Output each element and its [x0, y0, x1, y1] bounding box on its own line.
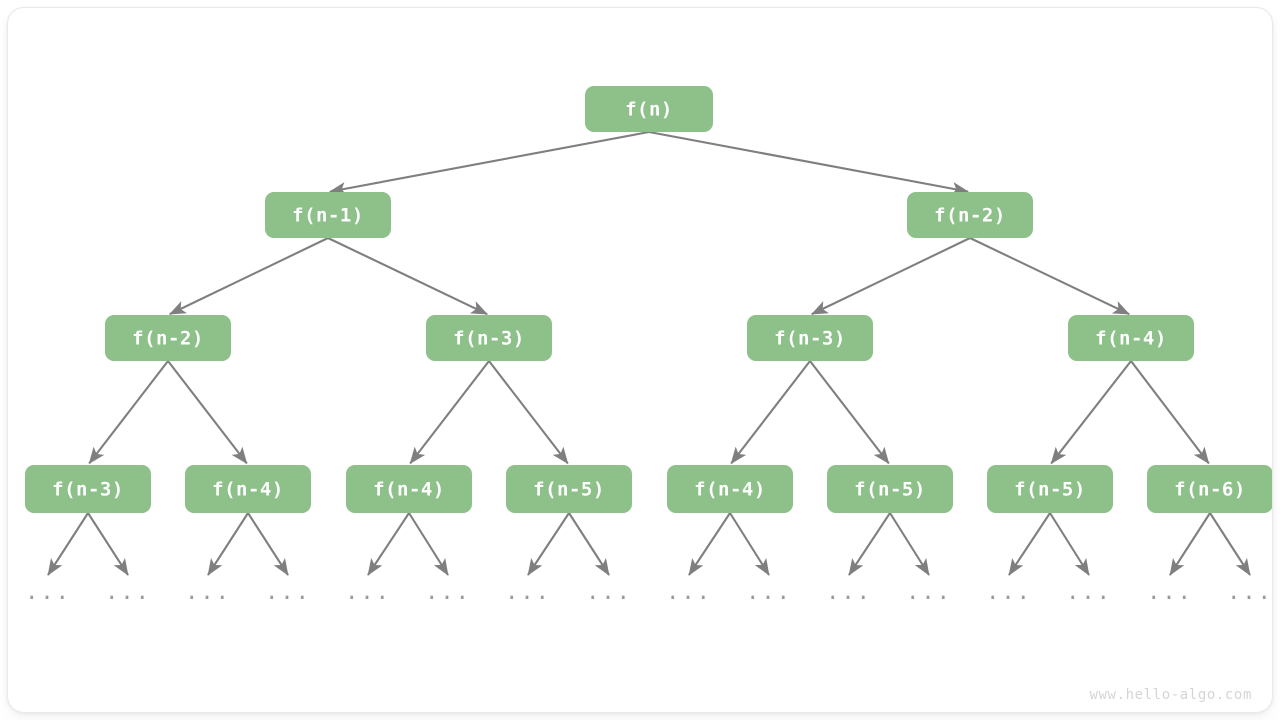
tree-node-label: f(n-4)	[694, 479, 766, 501]
tree-edge	[969, 237, 1130, 316]
tree-leaf-edge	[848, 512, 891, 576]
tree-leaf-edge	[568, 512, 610, 576]
ellipsis-label: ...	[906, 580, 952, 605]
tree-edge	[329, 130, 650, 196]
ellipsis-label: ...	[1227, 580, 1272, 605]
tree-node-box[interactable]	[185, 465, 311, 513]
tree-node[interactable]: f(n-3)	[426, 315, 552, 361]
ellipsis-label: ...	[986, 580, 1032, 605]
tree-node-label: f(n-5)	[854, 479, 926, 501]
tree-node-box[interactable]	[426, 315, 552, 361]
ellipsis-label: ...	[25, 580, 71, 605]
tree-edge	[730, 360, 811, 465]
tree-node[interactable]: f(n-2)	[105, 315, 231, 361]
tree-node-box[interactable]	[105, 315, 231, 361]
tree-node[interactable]: f(n-5)	[987, 465, 1113, 513]
tree-edge	[809, 360, 890, 465]
ellipsis-label: ...	[666, 580, 712, 605]
tree-edge	[488, 360, 569, 465]
tree-node[interactable]: f(n-4)	[1068, 315, 1194, 361]
tree-node-label: f(n-2)	[132, 328, 204, 350]
tree-leaf-edge	[1008, 512, 1051, 576]
tree-node-label: f(n-3)	[52, 479, 124, 501]
tree-leaf-edge	[729, 512, 770, 576]
tree-node[interactable]: f(n-4)	[346, 465, 472, 513]
tree-node[interactable]: f(n-2)	[907, 192, 1033, 238]
tree-edge	[169, 237, 329, 316]
tree-edge	[409, 360, 490, 465]
tree-leaf-edge	[47, 512, 89, 576]
tree-node-label: f(n-3)	[453, 328, 525, 350]
ellipsis-label: ...	[425, 580, 471, 605]
tree-leaf-edge	[408, 512, 449, 576]
tree-node-box[interactable]	[585, 86, 713, 132]
tree-node-box[interactable]	[907, 192, 1033, 238]
ellipsis-label: ...	[1147, 580, 1193, 605]
tree-node[interactable]: f(n-5)	[827, 465, 953, 513]
tree-node-label: f(n-5)	[1014, 479, 1086, 501]
tree-node-box[interactable]	[265, 192, 391, 238]
ellipsis-label: ...	[586, 580, 632, 605]
tree-node-box[interactable]	[827, 465, 953, 513]
tree-node-box[interactable]	[747, 315, 873, 361]
ellipsis-label: ...	[185, 580, 231, 605]
ellipsis-label: ...	[1066, 580, 1112, 605]
tree-edge	[167, 360, 248, 465]
leaf-edges-layer	[47, 512, 1251, 576]
ellipsis-row: ........................................…	[25, 580, 1272, 605]
tree-edge	[1130, 360, 1210, 465]
tree-leaf-edge	[207, 512, 249, 576]
tree-edge	[327, 237, 488, 316]
tree-node[interactable]: f(n-1)	[265, 192, 391, 238]
ellipsis-label: ...	[105, 580, 151, 605]
tree-node[interactable]: f(n-4)	[667, 465, 793, 513]
ellipsis-label: ...	[505, 580, 551, 605]
tree-leaf-edge	[1169, 512, 1211, 576]
tree-edge	[1050, 360, 1132, 465]
tree-node-box[interactable]	[25, 465, 151, 513]
tree-node[interactable]: f(n-3)	[747, 315, 873, 361]
nodes-layer: f(n) f(n-1) f(n-2) f(n-2) f(n-3) f(n-3) f(n-4)…	[25, 86, 1272, 513]
tree-node[interactable]: f(n-6)	[1147, 465, 1272, 513]
tree-edge	[88, 360, 169, 465]
tree-node-label: f(n-1)	[292, 205, 364, 227]
tree-edge	[648, 130, 969, 196]
figure-card: f(n) f(n-1) f(n-2) f(n-2) f(n-3) f(n-3) f(n-4)…	[8, 8, 1272, 712]
tree-leaf-edge	[688, 512, 731, 576]
tree-node[interactable]: f(n-4)	[185, 465, 311, 513]
tree-leaf-edge	[247, 512, 289, 576]
tree-node-box[interactable]	[1068, 315, 1194, 361]
tree-node[interactable]: f(n)	[585, 86, 713, 132]
ellipsis-label: ...	[345, 580, 391, 605]
edges-layer	[88, 130, 1210, 465]
tree-node[interactable]: f(n-3)	[25, 465, 151, 513]
tree-leaf-edge	[527, 512, 570, 576]
tree-leaf-edge	[1209, 512, 1251, 576]
tree-node-box[interactable]	[987, 465, 1113, 513]
tree-node-box[interactable]	[346, 465, 472, 513]
tree-node-box[interactable]	[1147, 465, 1272, 513]
tree-node-label: f(n-4)	[373, 479, 445, 501]
ellipsis-label: ...	[826, 580, 872, 605]
tree-node-label: f(n-5)	[533, 479, 605, 501]
tree-node-label: f(n-3)	[774, 328, 846, 350]
ellipsis-label: ...	[265, 580, 311, 605]
tree-leaf-edge	[1049, 512, 1090, 576]
tree-node-label: f(n-2)	[934, 205, 1006, 227]
tree-leaf-edge	[889, 512, 930, 576]
tree-leaf-edge	[87, 512, 129, 576]
tree-node-box[interactable]	[506, 465, 632, 513]
tree-node[interactable]: f(n-5)	[506, 465, 632, 513]
tree-node-label: f(n-4)	[1095, 328, 1167, 350]
tree-leaf-edge	[367, 512, 410, 576]
recursion-tree-diagram: f(n) f(n-1) f(n-2) f(n-2) f(n-3) f(n-3) f(n-4)…	[25, 86, 1272, 703]
watermark-label: www.hello-algo.com	[1089, 687, 1252, 703]
tree-edge	[811, 237, 971, 316]
tree-node-label: f(n)	[625, 99, 673, 121]
tree-node-box[interactable]	[667, 465, 793, 513]
ellipsis-label: ...	[746, 580, 792, 605]
tree-node-label: f(n-6)	[1174, 479, 1246, 501]
tree-node-label: f(n-4)	[212, 479, 284, 501]
